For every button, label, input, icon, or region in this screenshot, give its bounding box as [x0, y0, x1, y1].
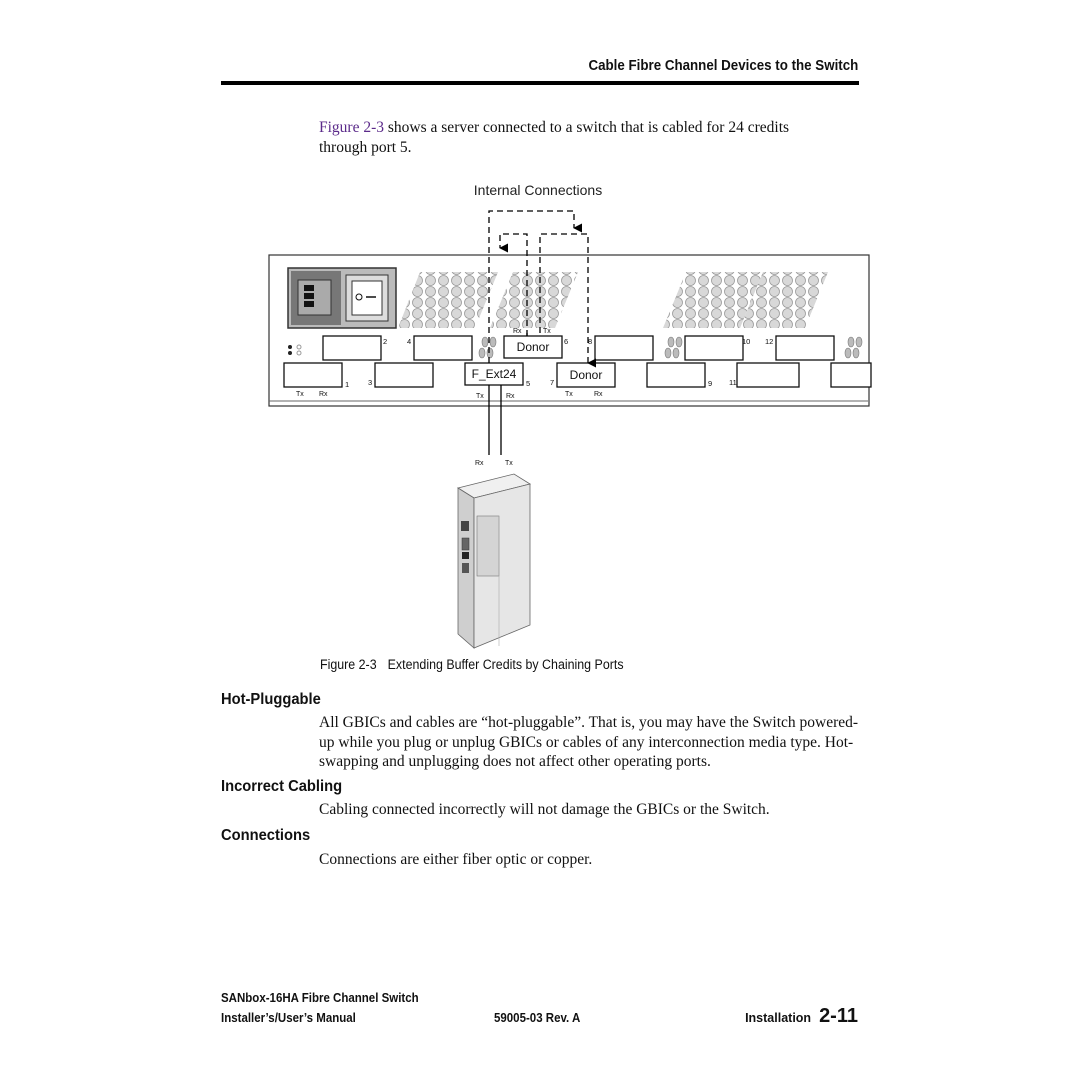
port-number-4: 4 — [407, 337, 411, 346]
tx-label-server: Tx — [505, 460, 513, 467]
footer-page: Installation 2-11 — [745, 1005, 858, 1028]
port-3 — [374, 362, 434, 388]
rx-label-port1: Rx — [319, 391, 328, 398]
rx-label-port6: Rx — [513, 328, 522, 335]
server-cables — [488, 385, 502, 455]
vent-right — [663, 272, 763, 328]
port-number-1: 1 — [345, 380, 349, 389]
tx-label-port5: Tx — [476, 393, 484, 400]
vent-left — [398, 272, 498, 328]
running-head: Cable Fibre Channel Devices to the Switc… — [588, 58, 858, 74]
vent-right-2 — [740, 272, 828, 328]
section-heading-hot-pluggable: Hot-Pluggable — [221, 691, 321, 708]
rx-label-server: Rx — [475, 460, 484, 467]
vent-middle — [490, 272, 578, 328]
port-number-2: 2 — [383, 337, 387, 346]
port-number-10: 10 — [742, 337, 750, 346]
page-number: 2-11 — [819, 1005, 858, 1027]
port-number-3: 3 — [368, 378, 372, 387]
port-7-donor-label: Donor — [570, 368, 603, 382]
figure-caption-title: Extending Buffer Credits by Chaining Por… — [387, 657, 624, 672]
port-9 — [646, 362, 706, 388]
server-tower — [456, 473, 532, 649]
section-heading-incorrect-cabling: Incorrect Cabling — [221, 778, 343, 795]
power-module — [287, 267, 397, 329]
port-number-11: 11 — [729, 378, 737, 387]
footer-section: Installation — [745, 1011, 812, 1025]
port-10 — [684, 335, 744, 361]
rx-label-port7: Rx — [594, 391, 603, 398]
port-4 — [413, 335, 473, 361]
internal-connections — [488, 210, 597, 368]
buffer-credit-diagram: Internal Connections — [268, 182, 872, 649]
internal-connections-label: Internal Connections — [474, 182, 602, 198]
figure-reference-link[interactable]: Figure 2-3 — [319, 119, 385, 136]
figure-caption-number: Figure 2-3 — [320, 657, 377, 672]
tx-label-port6: Tx — [543, 328, 551, 335]
port-12 — [775, 335, 835, 361]
port-6-donor — [503, 335, 563, 359]
port-number-8: 8 — [588, 337, 592, 346]
port-1 — [283, 362, 343, 388]
tx-label-port7: Tx — [565, 391, 573, 398]
footer-doc-number: 59005-03 Rev. A — [494, 1011, 581, 1025]
port-5-fext24 — [464, 362, 524, 386]
port-5-fext24-label: F_Ext24 — [472, 367, 517, 381]
port-number-9: 9 — [708, 379, 712, 388]
port-7-donor — [556, 362, 616, 388]
port-8 — [594, 335, 654, 361]
port-13-partial — [830, 362, 872, 388]
section-body-hot-pluggable: All GBICs and cables are “hot-pluggable”… — [319, 714, 859, 770]
footer-manual: Installer’s/User’s Manual — [221, 1011, 356, 1025]
port-2 — [322, 335, 382, 361]
port-6-donor-label: Donor — [517, 340, 550, 354]
port-number-7: 7 — [550, 378, 554, 387]
port-11 — [736, 362, 800, 388]
section-heading-connections: Connections — [221, 827, 311, 844]
section-body-connections: Connections are either fiber optic or co… — [319, 851, 593, 868]
figure-caption: Figure 2-3 Extending Buffer Credits by Ch… — [320, 657, 624, 672]
section-body-incorrect-cabling: Cabling connected incorrectly will not d… — [319, 801, 770, 818]
intro-text: shows a server connected to a switch tha… — [319, 119, 790, 156]
intro-paragraph: Figure 2-3 shows a server connected to a… — [319, 118, 839, 157]
header-rule — [221, 81, 859, 85]
port-number-6: 6 — [564, 337, 568, 346]
footer-product: SANbox-16HA Fibre Channel Switch — [221, 991, 419, 1005]
port-number-12: 12 — [765, 337, 773, 346]
port-number-5: 5 — [526, 379, 530, 388]
rx-label-port5: Rx — [506, 393, 515, 400]
tx-label-port1: Tx — [296, 391, 304, 398]
